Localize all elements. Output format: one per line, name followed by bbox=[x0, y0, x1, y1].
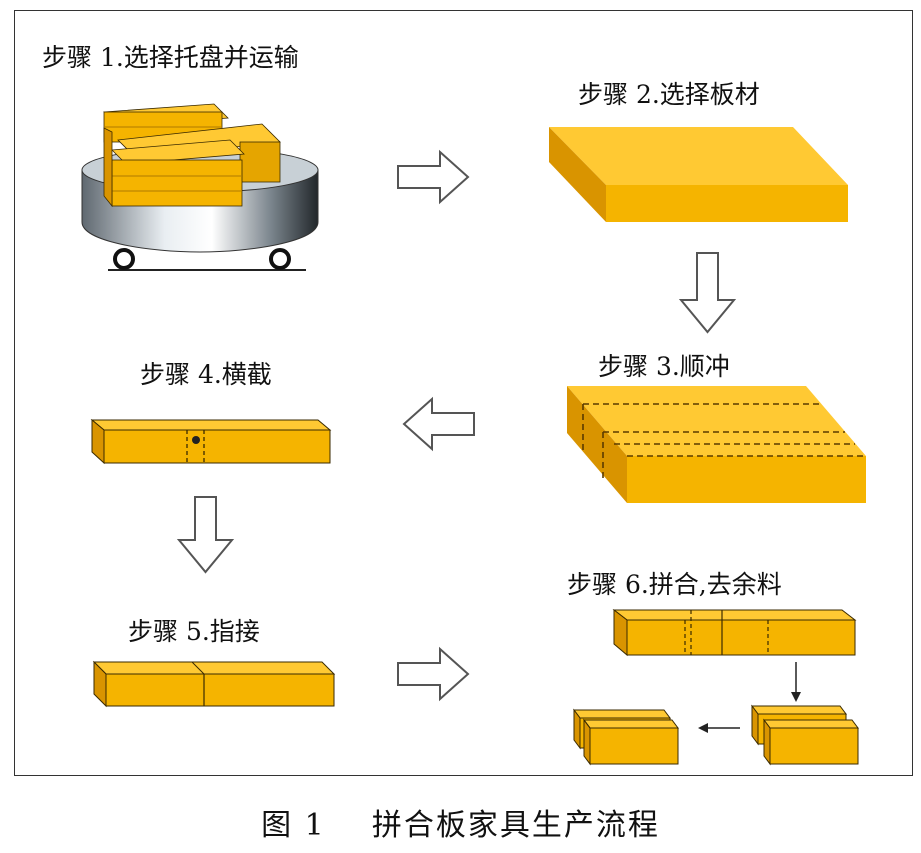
step-6-title: 步骤 6.拼合,去余料 bbox=[567, 570, 782, 599]
saw-mark-icon bbox=[192, 436, 200, 444]
arrow-right-icon bbox=[397, 646, 470, 702]
step-5-title: 步骤 5.指接 bbox=[128, 617, 260, 646]
step-4-title: 步骤 4.横截 bbox=[140, 360, 272, 389]
assembly-illustration bbox=[573, 608, 859, 766]
step-3-title: 步骤 3.顺冲 bbox=[598, 352, 730, 381]
arrow-left-icon bbox=[402, 396, 475, 452]
finger-joint-strip-illustration bbox=[92, 660, 336, 708]
process-illustration bbox=[81, 103, 866, 766]
arrow-down-icon bbox=[678, 252, 737, 334]
arrow-right-icon bbox=[397, 149, 470, 205]
crosscut-strip-illustration bbox=[90, 418, 332, 465]
figure-caption: 图 1 拼合板家具生产流程 bbox=[261, 808, 660, 843]
step-2-title: 步骤 2.选择板材 bbox=[578, 80, 760, 109]
pallet-cart-illustration bbox=[81, 103, 319, 271]
board-illustration bbox=[549, 127, 848, 222]
arrow-down-icon bbox=[176, 496, 235, 574]
diagram-frame bbox=[14, 10, 913, 776]
step-1-title: 步骤 1.选择托盘并运输 bbox=[42, 43, 299, 72]
ripped-board-illustration bbox=[567, 386, 866, 503]
